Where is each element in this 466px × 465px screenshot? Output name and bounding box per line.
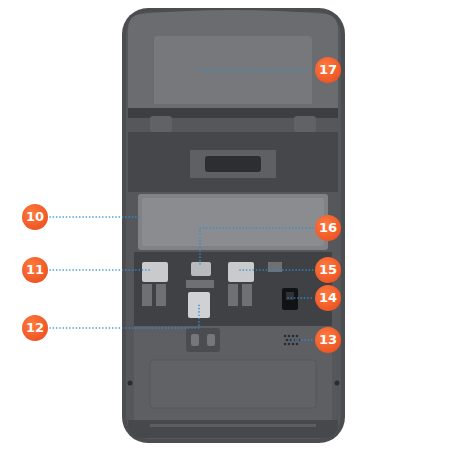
- leader-line: [288, 297, 313, 299]
- leader-line: [240, 269, 313, 271]
- switch: [282, 288, 298, 310]
- callout-number: 13: [315, 327, 341, 353]
- slot-frame: [142, 284, 152, 306]
- battery-compartment: [138, 194, 328, 250]
- leader-line: [50, 269, 150, 271]
- screw: [128, 381, 133, 386]
- contact: [191, 334, 199, 346]
- card-slot: [191, 262, 211, 276]
- leader-line: [50, 305, 199, 328]
- callout-number: 14: [315, 285, 341, 311]
- sim-slot: [228, 262, 254, 282]
- base: [128, 420, 338, 438]
- callout-number: 11: [22, 257, 48, 283]
- slot-frame: [156, 284, 166, 306]
- base-ridge: [150, 424, 316, 427]
- slot-frame: [242, 284, 252, 306]
- clip: [150, 116, 172, 132]
- clip: [294, 116, 316, 132]
- label-plate: [150, 360, 316, 408]
- device-body-inner: [126, 12, 341, 439]
- lower-panel: [134, 326, 332, 420]
- printer-cover: [128, 10, 338, 108]
- battery-compartment-inner: [142, 198, 324, 246]
- slot-frame: [228, 284, 238, 306]
- switch-knob: [286, 292, 294, 300]
- leader-line: [50, 216, 140, 218]
- middle-section: [128, 132, 338, 192]
- leader-line: [292, 339, 313, 341]
- callout-number: 16: [315, 215, 341, 241]
- latch: [190, 150, 276, 178]
- contact-pad: [186, 328, 220, 352]
- contact: [207, 334, 215, 346]
- leader-lines: [50, 70, 313, 340]
- callout-number: 17: [315, 57, 341, 83]
- device-body: [122, 8, 345, 443]
- callout-number: 15: [315, 257, 341, 283]
- paper-roll-area: [154, 36, 312, 104]
- slot-frame: [186, 280, 214, 288]
- leader-line: [200, 228, 313, 264]
- card-area: [134, 252, 332, 326]
- leader-line: [198, 69, 313, 71]
- sim-slot: [142, 262, 168, 282]
- callout-number: 10: [22, 204, 48, 230]
- screw: [335, 381, 340, 386]
- latch-slot: [205, 156, 261, 172]
- callout-number: 12: [22, 315, 48, 341]
